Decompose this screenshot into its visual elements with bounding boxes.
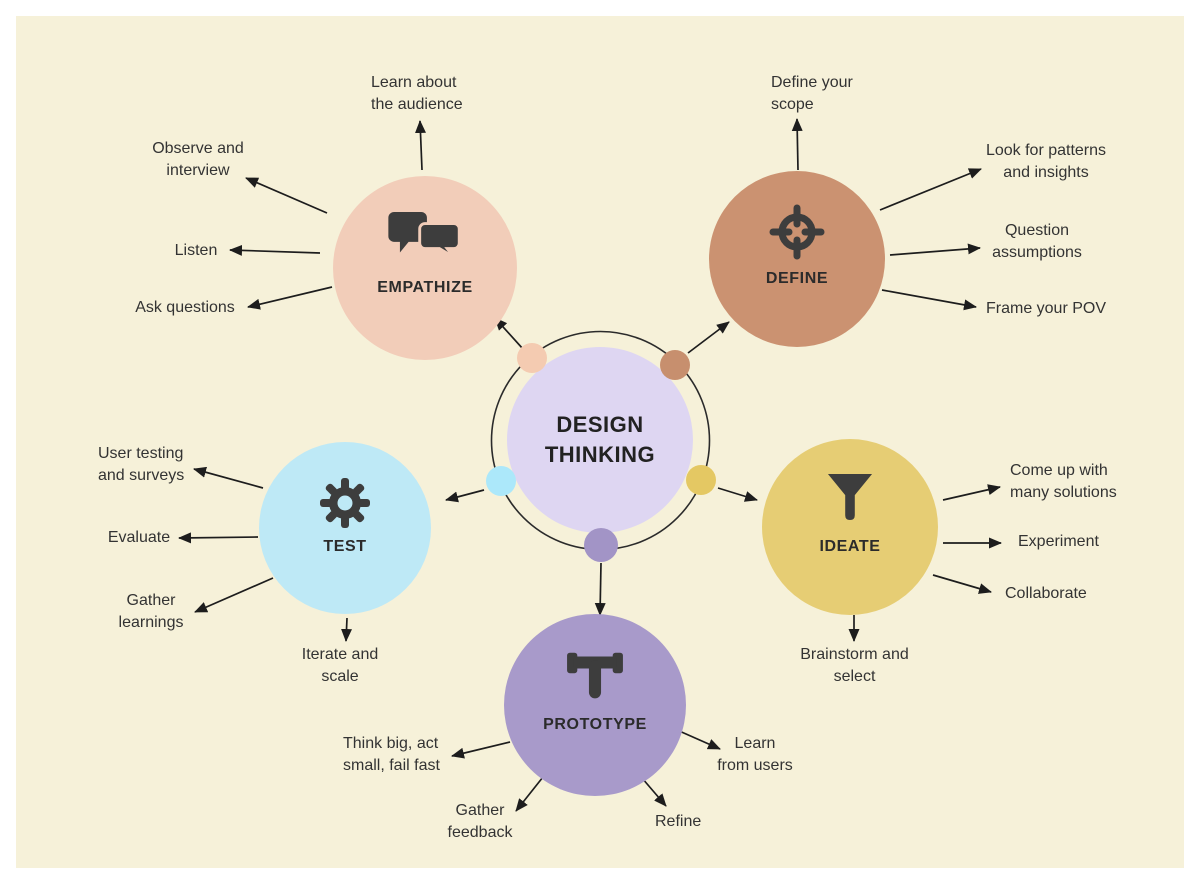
stage-label: EMPATHIZE	[377, 279, 473, 297]
hub-dot-prototype	[584, 528, 618, 562]
branch-refine: Refine	[655, 813, 702, 830]
arrows	[178, 118, 1002, 812]
funnel-icon	[762, 472, 938, 524]
speech-bubbles-icon	[333, 211, 517, 265]
branch-learn-about-audience: Learn about the audience	[371, 74, 463, 113]
branch-observe-interview: Observe and interview	[152, 140, 244, 179]
branch-frame-your-pov: Frame your POV	[985, 300, 1107, 317]
branch-question-assumptions: Question assumptions	[992, 222, 1082, 261]
node-test: TEST	[259, 442, 431, 614]
branch-brainstorm-select: Brainstorm and select	[800, 646, 909, 685]
target-icon	[709, 204, 885, 260]
branch-evaluate: Evaluate	[107, 529, 171, 546]
node-design-thinking: DESIGN THINKING	[507, 347, 693, 533]
branch-think-big: Think big, act small, fail fast	[343, 735, 440, 774]
node-ideate: IDEATE	[762, 439, 938, 615]
branch-many-solutions: Come up with many solutions	[1010, 462, 1117, 501]
center-title: DESIGN THINKING	[544, 412, 656, 467]
stage-label: IDEATE	[819, 537, 881, 555]
branch-collaborate: Collaborate	[1005, 585, 1087, 602]
branch-gather-learnings: Gather learnings	[118, 592, 184, 631]
branch-user-testing: User testing and surveys	[98, 445, 185, 484]
branch-experiment: Experiment	[1018, 533, 1099, 550]
branch-learn-from-users: Learn from users	[717, 735, 793, 774]
hub-dot-test	[486, 466, 516, 496]
gavel-icon	[504, 649, 686, 703]
gear-icon	[259, 475, 431, 531]
node-define: DEFINE	[709, 171, 885, 347]
hub-dot-define	[660, 350, 690, 380]
stage-label: TEST	[323, 538, 367, 556]
node-prototype: PROTOTYPE	[504, 614, 686, 796]
hub-dot-ideate	[686, 465, 716, 495]
branch-ask-questions: Ask questions	[135, 299, 235, 316]
hub-dot-empathize	[517, 343, 547, 373]
branch-define-scope: Define your scope	[771, 74, 853, 113]
stage-label: DEFINE	[765, 269, 829, 287]
branch-gather-feedback: Gather feedback	[447, 802, 513, 841]
branch-look-for-patterns: Look for patterns and insights	[985, 142, 1107, 181]
branch-iterate-scale: Iterate and scale	[301, 646, 379, 685]
node-empathize: EMPATHIZE	[333, 176, 517, 360]
stage-label: PROTOTYPE	[543, 715, 647, 733]
branch-listen: Listen	[174, 242, 218, 259]
